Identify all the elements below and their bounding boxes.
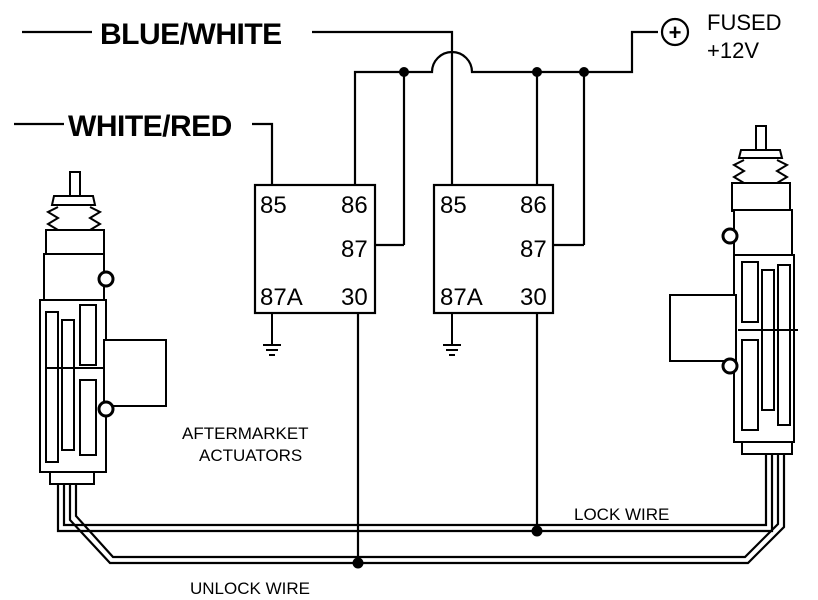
junction-dot xyxy=(399,67,409,77)
power-bus xyxy=(353,30,658,247)
twelve-volt-label: +12V xyxy=(707,38,759,63)
ground-icon xyxy=(443,313,461,356)
junction-dot xyxy=(352,557,364,569)
junction-dot xyxy=(532,67,542,77)
blue-white-lead xyxy=(22,30,454,185)
relay-1-pin-86: 86 xyxy=(341,192,368,219)
relay-2: 85 86 87 87A 30 xyxy=(432,183,555,315)
white-red-label: WHITE/RED xyxy=(68,110,232,143)
right-actuator-icon xyxy=(669,125,798,455)
aftermarket-label: AFTERMARKET xyxy=(182,424,309,443)
relay-1-pin-85: 85 xyxy=(260,192,287,219)
white-red-lead xyxy=(14,122,274,185)
junction-dot xyxy=(579,67,589,77)
blue-white-label: BLUE/WHITE xyxy=(100,18,282,51)
unlock-wire xyxy=(68,452,786,565)
left-actuator-icon xyxy=(39,171,167,485)
fused-label: FUSED xyxy=(707,10,782,35)
actuators-label: ACTUATORS xyxy=(199,446,302,465)
relay-1: 85 86 87 87A 30 xyxy=(253,183,377,315)
junction-dot xyxy=(531,525,543,537)
relay-2-pin-86: 86 xyxy=(520,192,547,219)
relay-2-pin-30: 30 xyxy=(520,284,547,311)
plus-symbol: + xyxy=(669,20,682,45)
power-terminal-icon: + xyxy=(660,17,690,47)
relay-2-pin-87a: 87A xyxy=(440,284,483,311)
output-wires xyxy=(356,313,539,563)
relay-1-pin-87a: 87A xyxy=(260,284,303,311)
relay-1-pin-87: 87 xyxy=(341,236,368,263)
relay-2-pin-85: 85 xyxy=(440,192,467,219)
ground-icon xyxy=(263,313,281,356)
lock-wire xyxy=(56,452,774,533)
unlock-wire-label: UNLOCK WIRE xyxy=(190,579,310,598)
relay-1-pin-30: 30 xyxy=(341,284,368,311)
relay-2-pin-87: 87 xyxy=(520,236,547,263)
lock-wire-label: LOCK WIRE xyxy=(574,505,669,524)
